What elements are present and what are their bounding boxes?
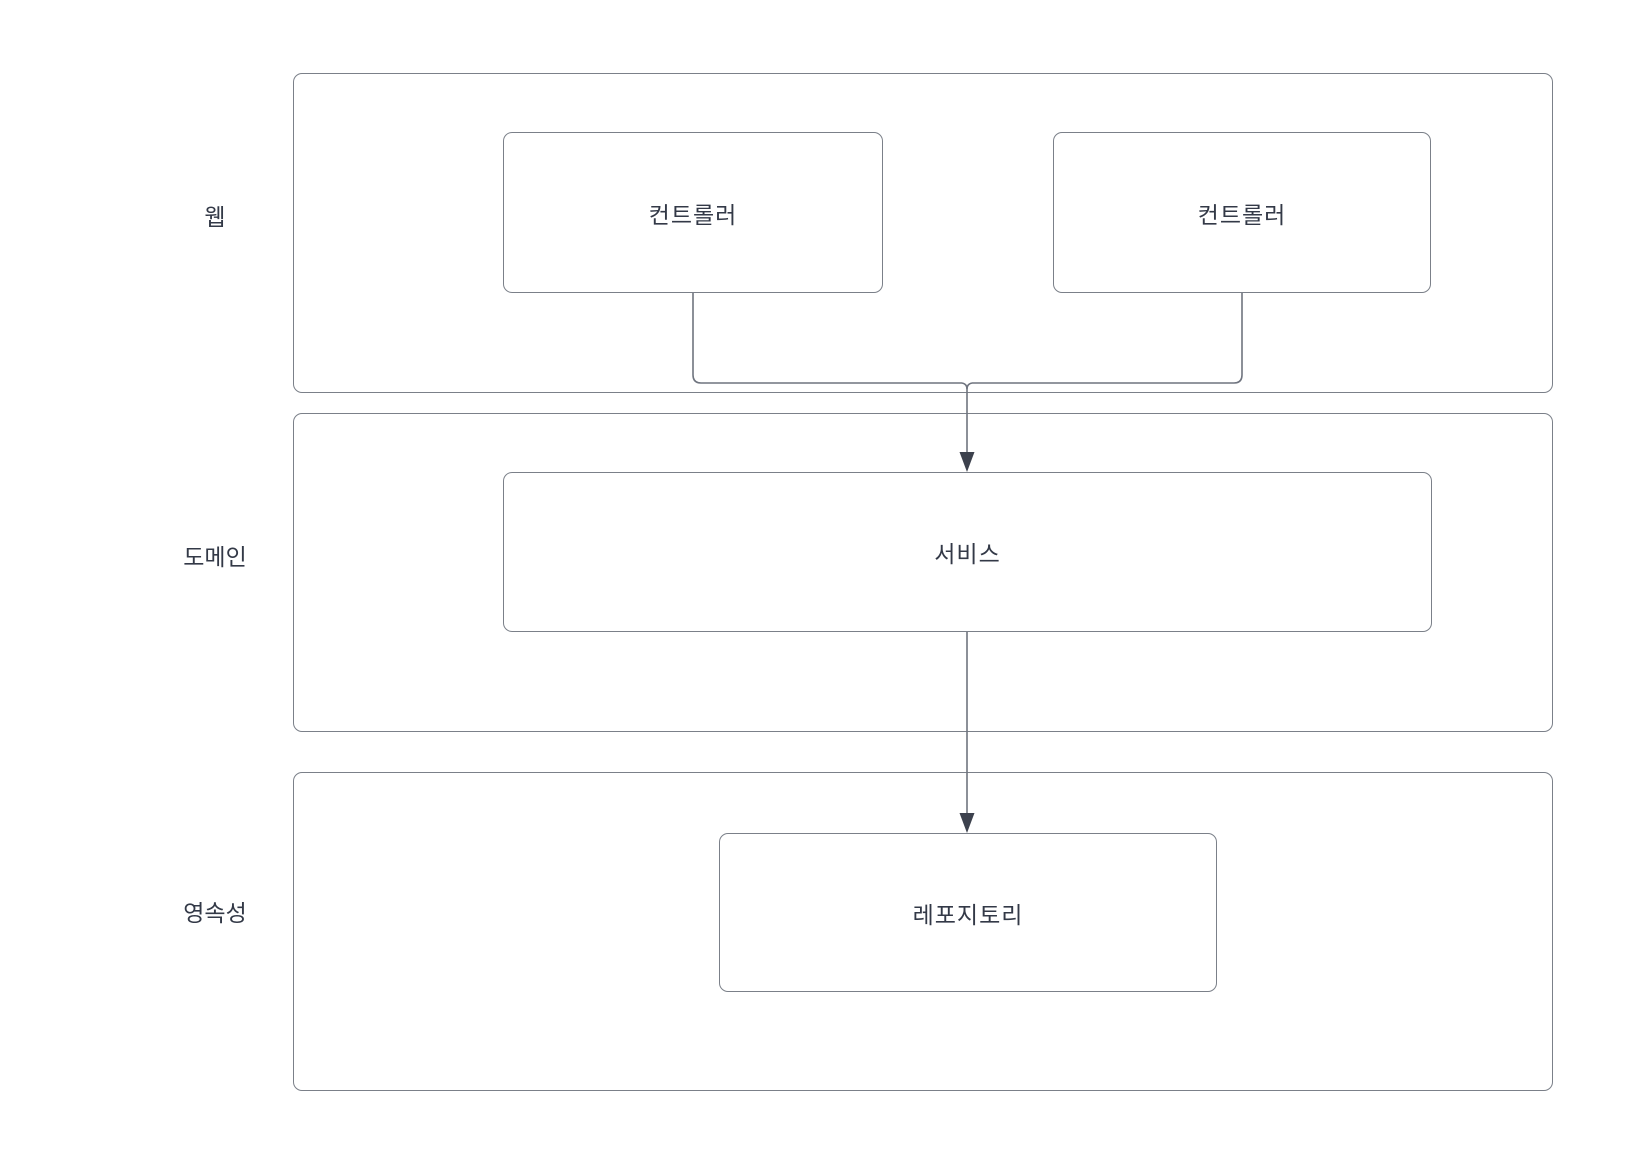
node-controller-left: 컨트롤러 [503, 132, 883, 293]
layer-label-domain: 도메인 [183, 545, 247, 570]
node-service: 서비스 [503, 472, 1432, 632]
node-controller-left-label: 컨트롤러 [648, 202, 738, 228]
layer-label-persistence: 영속성 [183, 901, 247, 926]
node-repository-label: 레포지토리 [912, 902, 1024, 928]
node-service-label: 서비스 [934, 542, 1001, 567]
node-repository: 레포지토리 [719, 833, 1217, 992]
layer-label-web: 웹 [204, 205, 226, 230]
node-controller-right: 컨트롤러 [1053, 132, 1431, 293]
node-controller-right-label: 컨트롤러 [1197, 202, 1287, 228]
